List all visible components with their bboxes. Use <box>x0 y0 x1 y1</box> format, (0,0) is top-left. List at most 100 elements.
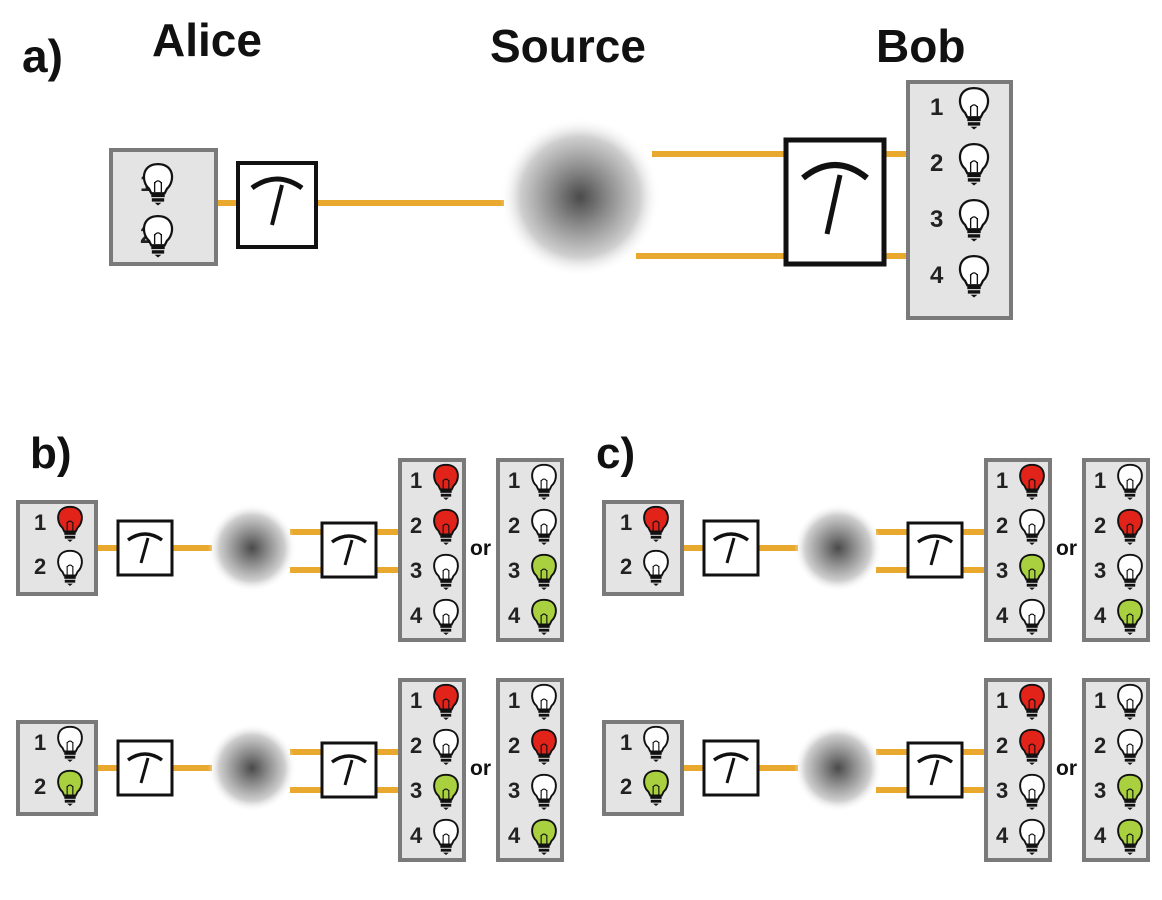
bob-outcome-panel-2-bulb-4-green-icon <box>531 818 557 855</box>
bob-outcome-panel-2-number-1: 1 <box>508 688 520 713</box>
alice-number-2: 2 <box>620 774 632 799</box>
bob-outcome-panel-1-bulb-1-red-icon <box>1019 463 1045 500</box>
entangled-source <box>500 117 660 277</box>
bob-outcome-panel-2-bulb-4-green-icon <box>1117 818 1143 855</box>
bob-outcome-panel-2-number-1: 1 <box>1094 688 1106 713</box>
bob-outcome-panel-2-bulb-3-off-icon <box>1117 553 1143 590</box>
alice-bulb-2-off-icon <box>57 549 83 586</box>
entangled-source <box>208 724 296 812</box>
source-title: Source <box>490 20 646 72</box>
bob-outcome-panel-1-number-1: 1 <box>996 688 1008 713</box>
bob-outcome-panel-1-number-1: 1 <box>410 468 422 493</box>
bob-outcome-panel-1-bulb-4-off-icon <box>1019 598 1045 635</box>
bob-outcome-panel-1-bulb-3-off-icon <box>433 553 459 590</box>
alice-number-2: 2 <box>34 774 46 799</box>
bob-outcome-panel-2-number-3: 3 <box>508 778 520 803</box>
alice-number-1: 1 <box>620 510 632 535</box>
bob-outcome-panel-2-number-2: 2 <box>508 513 520 538</box>
or-label: or <box>1056 537 1077 560</box>
panel-a-label: a) <box>22 30 63 82</box>
bob-meter-gauge-icon <box>916 534 954 566</box>
or-label: or <box>470 757 491 780</box>
bob-meter-gauge-icon <box>330 534 368 566</box>
bob-outcome-panel-1-bulb-4-off-icon <box>433 818 459 855</box>
alice-detector-panel <box>602 720 684 816</box>
alice-meter-gauge-icon <box>712 532 750 564</box>
bob-outcome-panel-1-number-4: 4 <box>410 823 423 848</box>
alice-bulb-2-green-icon <box>57 769 83 806</box>
bob-outcome-panel-2-bulb-1-off-icon <box>1117 463 1143 500</box>
bob-outcome-panel-2-bulb-3-green-icon <box>1117 773 1143 810</box>
bob-outcome-panel-1-number-2: 2 <box>996 733 1008 758</box>
bob-outcome-panel-1-bulb-3-off-icon <box>1019 773 1045 810</box>
alice-bulb-1-red-icon <box>57 505 83 542</box>
or-label: or <box>1056 757 1077 780</box>
alice-number-2: 2 <box>34 554 46 579</box>
bob-detector-panel <box>906 80 1013 320</box>
bob-bulb-4-off-icon <box>958 254 990 298</box>
bob-outcome-panel-1-bulb-3-green-icon <box>1019 553 1045 590</box>
alice-detector-panel <box>16 500 98 596</box>
alice-number-2: 2 <box>620 554 632 579</box>
alice-meter-gauge-icon <box>126 752 164 784</box>
bob-outcome-panel-1-number-4: 4 <box>410 603 423 628</box>
bob-outcome-panel-2-number-4: 4 <box>508 603 521 628</box>
panel-c-label: c) <box>596 429 635 478</box>
bob-outcome-panel-2-number-2: 2 <box>508 733 520 758</box>
bob-outcome-panel-1-number-1: 1 <box>410 688 422 713</box>
alice-detector-panel <box>602 500 684 596</box>
alice-bulb-1-red-icon <box>643 505 669 542</box>
bob-meter-gauge-icon <box>801 162 869 235</box>
bob-outcome-panel-2-bulb-3-off-icon <box>531 773 557 810</box>
bob-outcome-panel-1-bulb-3-green-icon <box>433 773 459 810</box>
bob-outcome-panel-1-bulb-2-red-icon <box>433 508 459 545</box>
bob-outcome-panel-1-bulb-2-red-icon <box>1019 728 1045 765</box>
alice-meter-gauge-icon <box>126 532 164 564</box>
bob-bulb-1-off-icon <box>958 86 990 130</box>
alice-meter <box>702 519 760 577</box>
alice-bulb-slot: 12 <box>140 162 174 258</box>
bob-bulb-3-off-icon <box>958 198 990 242</box>
bob-outcome-panel-2-bulb-2-off-icon <box>531 508 557 545</box>
bob-meter-gauge-icon <box>330 754 368 786</box>
alice-bulb-1-off-icon <box>643 725 669 762</box>
entangled-source <box>794 504 882 592</box>
alice-title: Alice <box>152 14 262 66</box>
bob-outcome-panel-1-number-4: 4 <box>996 603 1009 628</box>
bob-outcome-panel-2-bulb-2-off-icon <box>1117 728 1143 765</box>
alice-bulb-1-off-icon <box>142 162 174 206</box>
bob-outcome-panel-1-bulb-1-red-icon <box>433 683 459 720</box>
alice-bulb-2-off-icon <box>142 214 174 258</box>
bob-outcome-panel-2-bulb-1-off-icon <box>1117 683 1143 720</box>
bob-title: Bob <box>876 20 965 72</box>
bob-outcome-panel-1-number-3: 3 <box>996 778 1008 803</box>
bob-outcome-panel-2-number-3: 3 <box>1094 778 1106 803</box>
alice-bulb-2-off-icon <box>643 549 669 586</box>
bob-outcome-panel-2-number-1: 1 <box>1094 468 1106 493</box>
alice-meter-gauge-icon <box>712 752 750 784</box>
bob-outcome-panel-1-bulb-2-off-icon <box>1019 508 1045 545</box>
bob-outcome-panel-2-bulb-2-red-icon <box>531 728 557 765</box>
bob-outcome-panel-2-number-2: 2 <box>1094 513 1106 538</box>
bob-outcome-panel-1-number-4: 4 <box>996 823 1009 848</box>
bob-meter-gauge-icon <box>916 754 954 786</box>
alice-bulb-1-off-icon <box>57 725 83 762</box>
bob-outcome-panel-2-bulb-3-green-icon <box>531 553 557 590</box>
bob-outcome-panel-1-number-3: 3 <box>996 558 1008 583</box>
bob-outcome-panel-2-number-4: 4 <box>1094 823 1107 848</box>
or-label: or <box>470 537 491 560</box>
bob-outcome-panel-1-number-1: 1 <box>996 468 1008 493</box>
bob-outcome-panel-1-number-2: 2 <box>410 513 422 538</box>
alice-bulb-2-green-icon <box>643 769 669 806</box>
alice-number-1: 1 <box>34 510 46 535</box>
entangled-source <box>208 504 296 592</box>
alice-number-1: 1 <box>620 730 632 755</box>
alice-detector-panel <box>16 720 98 816</box>
bob-outcome-panel-1-bulb-1-red-icon <box>433 463 459 500</box>
bob-outcome-panel-2-bulb-2-red-icon <box>1117 508 1143 545</box>
bob-bulb-2-off-icon <box>958 142 990 186</box>
